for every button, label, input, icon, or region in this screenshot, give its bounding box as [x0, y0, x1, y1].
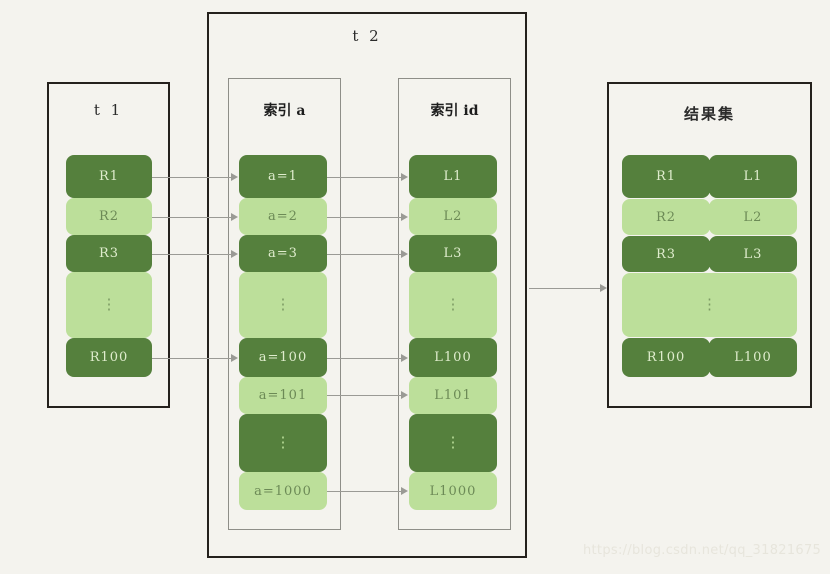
- index-id-row-l101[interactable]: L101: [409, 377, 497, 414]
- index-id-row-l1[interactable]: L1: [409, 155, 497, 198]
- connector-a3-to-l3: [327, 254, 402, 255]
- table-t1-title: t 1: [93, 101, 124, 119]
- arrowhead-a101-to-l101: [401, 391, 408, 399]
- arrowhead-a1-to-l1: [401, 173, 408, 181]
- t1-row-label: R3: [98, 246, 120, 261]
- index-a-row-label: a=2: [268, 209, 298, 224]
- result-row-left-label: R3: [655, 246, 677, 262]
- index-a-row-a1[interactable]: a=1: [239, 155, 327, 198]
- index-a-title: 索引 a: [263, 103, 306, 119]
- index-id-row-label: L1000: [429, 483, 477, 499]
- index-id-row-label: L100: [434, 350, 472, 365]
- connector-a1000-to-l1000: [327, 491, 402, 492]
- result-row-right-label: L2: [743, 209, 763, 225]
- result-row-right-label: L3: [743, 246, 763, 262]
- index-id-row-label: L2: [443, 209, 463, 224]
- result-row-left[interactable]: R2: [622, 199, 710, 235]
- arrowhead-a1000-to-l1000: [401, 487, 408, 495]
- index-a-row-a1000[interactable]: a=1000: [239, 472, 327, 510]
- index-a-row-label: a=1000: [254, 483, 312, 499]
- index-a-row-label: a=100: [258, 350, 308, 365]
- t1-row-ellipsis[interactable]: ⋮: [66, 272, 152, 338]
- index-id-row-ellipsis-1[interactable]: ⋮: [409, 272, 497, 338]
- connector-a101-to-l101: [327, 395, 402, 396]
- index-a-row-label: ⋮: [275, 433, 291, 451]
- index-id-row-label: L101: [434, 388, 472, 403]
- result-row-left-label: R1: [655, 169, 677, 184]
- connector-a2-to-l2: [327, 217, 402, 218]
- index-id-row-label: ⋮: [445, 433, 461, 451]
- index-id-row-l1000[interactable]: L1000: [409, 472, 497, 510]
- index-a-row-a100[interactable]: a=100: [239, 338, 327, 377]
- result-row-right[interactable]: L100: [709, 338, 797, 377]
- index-a-row-label: ⋮: [275, 295, 291, 313]
- t1-row-r100[interactable]: R100: [66, 338, 152, 377]
- arrowhead-a2-to-l2: [401, 213, 408, 221]
- result-row-left-label: R100: [646, 350, 686, 365]
- t1-row-label: R100: [89, 350, 129, 365]
- result-row-left-label: R2: [655, 209, 677, 225]
- t1-row-r3[interactable]: R3: [66, 235, 152, 272]
- t1-row-label: R1: [98, 169, 120, 184]
- result-row-right[interactable]: L1: [709, 155, 797, 198]
- watermark-text: https://blog.csdn.net/qq_31821675: [583, 543, 822, 558]
- t1-row-label: R2: [98, 209, 120, 224]
- arrowhead-a3-to-l3: [401, 250, 408, 258]
- connector-r1-to-a1: [152, 177, 232, 178]
- table-t2-title: t 2: [352, 27, 382, 45]
- index-id-row-l2[interactable]: L2: [409, 198, 497, 235]
- index-a-row-a101[interactable]: a=101: [239, 377, 327, 414]
- t1-row-r1[interactable]: R1: [66, 155, 152, 198]
- index-a-row-label: a=1: [268, 169, 298, 184]
- index-a-row-label: a=101: [258, 388, 308, 403]
- index-id-row-label: L1: [443, 169, 463, 184]
- index-id-row-label: L3: [443, 246, 463, 261]
- connector-r100-to-a100: [152, 358, 232, 359]
- arrowhead-t2-to-result-set: [600, 284, 607, 292]
- result-row-left[interactable]: R1: [622, 155, 710, 198]
- result-row-left[interactable]: R3: [622, 236, 710, 272]
- index-id-row-ellipsis-2[interactable]: ⋮: [409, 414, 497, 472]
- index-a-row-a2[interactable]: a=2: [239, 198, 327, 235]
- connector-r2-to-a2: [152, 217, 232, 218]
- connector-r3-to-a3: [152, 254, 232, 255]
- result-row-ellipsis[interactable]: ⋮: [622, 273, 797, 337]
- result-row-right-label: L100: [734, 350, 772, 365]
- index-a-row-ellipsis-2[interactable]: ⋮: [239, 414, 327, 472]
- arrowhead-r3-to-a3: [231, 250, 238, 258]
- index-a-row-a3[interactable]: a=3: [239, 235, 327, 272]
- index-id-row-l100[interactable]: L100: [409, 338, 497, 377]
- t1-row-r2[interactable]: R2: [66, 198, 152, 235]
- result-row-left[interactable]: R100: [622, 338, 710, 377]
- result-row-right[interactable]: L2: [709, 199, 797, 235]
- connector-t2-to-result-set: [529, 288, 602, 289]
- index-id-row-l3[interactable]: L3: [409, 235, 497, 272]
- arrowhead-a100-to-l100: [401, 354, 408, 362]
- arrowhead-r100-to-a100: [231, 354, 238, 362]
- result-row-right[interactable]: L3: [709, 236, 797, 272]
- arrowhead-r1-to-a1: [231, 173, 238, 181]
- index-a-row-label: a=3: [268, 246, 298, 261]
- index-id-row-label: ⋮: [445, 295, 461, 313]
- t1-row-label: ⋮: [101, 295, 117, 313]
- index-id-title: 索引 id: [430, 103, 479, 119]
- index-a-row-ellipsis-1[interactable]: ⋮: [239, 272, 327, 338]
- result-row-left-label: ⋮: [702, 295, 717, 313]
- result-set-title: 结果集: [683, 105, 735, 123]
- arrowhead-r2-to-a2: [231, 213, 238, 221]
- connector-a1-to-l1: [327, 177, 402, 178]
- result-row-right-label: L1: [743, 169, 763, 184]
- connector-a100-to-l100: [327, 358, 402, 359]
